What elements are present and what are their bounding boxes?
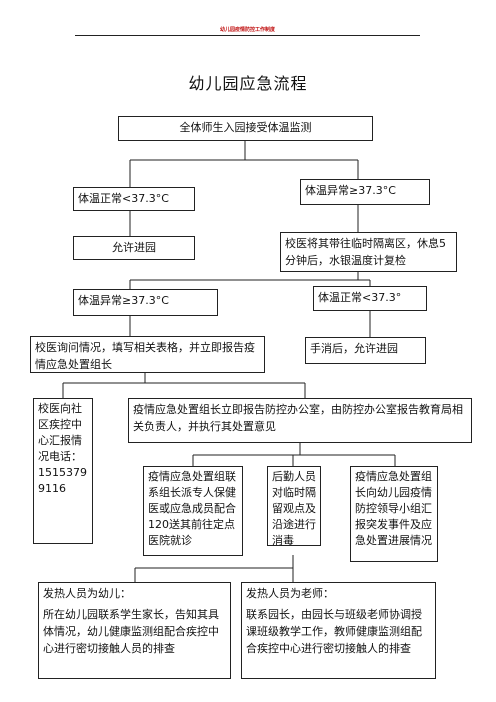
- page-title: 幼儿园应急流程: [188, 74, 308, 93]
- logistics-disinfection-box: 后勤人员对临时隔留观点及沿途进行消毒: [267, 466, 321, 546]
- start-temperature-check-box: 全体师生入园接受体温监测: [118, 116, 373, 141]
- teacher-case-title: 发热人员为老师：: [246, 587, 334, 600]
- leader-report-box: 疫情应急处置组长立即报告防控办公室，由防控办公室报告教育局相关负责人，并执行其处…: [128, 398, 472, 443]
- report-leadership-group-box: 疫情应急处置组长向幼儿园疫情防控领导小组汇报突发事件及应急处置进展情况: [350, 466, 438, 562]
- teacher-case-body: 联系园长，由园长与班级老师协调授课班级教学工作，教师健康监测组配合疾控中心进行密…: [246, 608, 422, 655]
- page-header: 幼儿园疫情防控工作制度: [219, 27, 275, 33]
- teacher-case-box: 发热人员为老师： 联系园长，由园长与班级老师协调授课班级教学工作，教师健康监测组…: [241, 582, 436, 679]
- contact-member-hospital-box: 疫情应急处置组联系组长派专人保健医或应急成员配合120送其前往定点医院就诊: [143, 466, 243, 556]
- temp-normal-box-1: 体温正常<37.3°C: [73, 187, 195, 211]
- temp-normal-box-2: 体温正常<37.3°: [313, 286, 427, 311]
- wash-allow-entry-box: 手消后，允许进园: [305, 337, 426, 364]
- child-case-box: 发热人员为幼儿： 所在幼儿园联系学生家长，告知其具体情况，幼儿健康监测组配合疾控…: [38, 582, 231, 679]
- doctor-inquiry-box: 校医询问情况，填写相关表格，并立即报告疫情应急处置组长: [30, 336, 265, 373]
- child-case-body: 所在幼儿园联系学生家长，告知其具体情况，幼儿健康监测组配合疾控中心进行密切接触人…: [43, 608, 219, 655]
- header-rule: [75, 35, 420, 36]
- community-cdc-report-box: 校医向社区疾控中心汇报情况电话：15153799116: [33, 398, 93, 544]
- allow-entry-box: 允许进园: [73, 236, 195, 260]
- child-case-title: 发热人员为幼儿：: [43, 587, 131, 600]
- temp-abnormal-box-1: 体温异常≥37.3°C: [300, 179, 430, 205]
- temp-abnormal-box-2: 体温异常≥37.3°C: [73, 289, 218, 316]
- isolation-recheck-box: 校医将其带往临时隔离区，休息5分钟后，水银温度计复检: [280, 232, 457, 272]
